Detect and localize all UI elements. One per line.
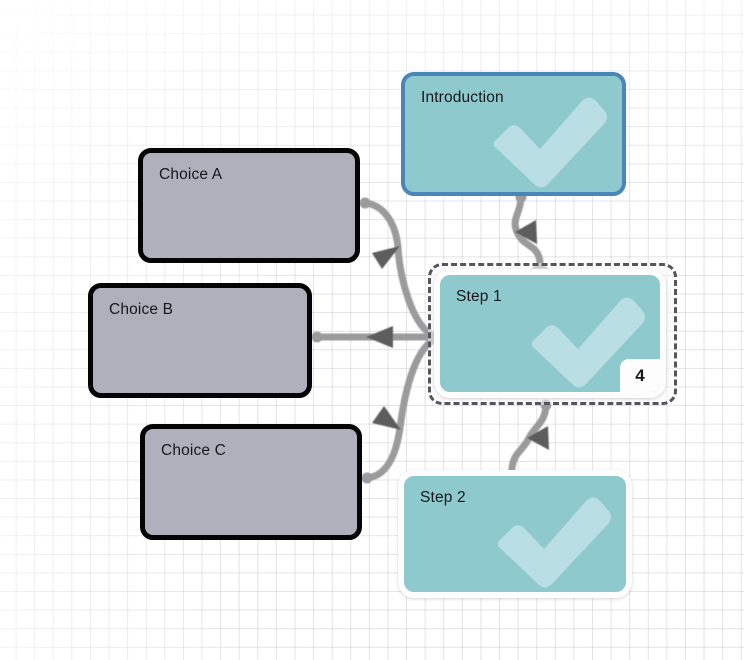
edge-choice-b-to-step1[interactable] xyxy=(311,326,438,348)
node-label: Choice C xyxy=(161,442,226,459)
node-label: Choice A xyxy=(159,166,223,183)
edge-introduction-to-step1[interactable] xyxy=(511,191,549,270)
node-label: Choice B xyxy=(109,301,174,318)
node-label: Step 2 xyxy=(420,489,466,506)
node-step-1[interactable]: Step 1 4 xyxy=(434,269,666,398)
edge-step1-to-step2[interactable] xyxy=(503,399,552,476)
edge-choice-c-to-step1[interactable] xyxy=(361,336,438,484)
check-icon xyxy=(498,497,611,588)
node-label: Step 1 xyxy=(456,288,502,305)
node-introduction[interactable]: Introduction xyxy=(401,72,626,196)
node-choice-b[interactable]: Choice B xyxy=(88,283,312,398)
node-label: Introduction xyxy=(421,89,504,106)
status-badge: 4 xyxy=(620,359,660,392)
node-step-2[interactable]: Step 2 xyxy=(398,470,632,598)
edge-choice-a-to-step1[interactable] xyxy=(359,197,438,340)
node-choice-a[interactable]: Choice A xyxy=(138,148,360,263)
node-choice-c[interactable]: Choice C xyxy=(140,424,362,540)
